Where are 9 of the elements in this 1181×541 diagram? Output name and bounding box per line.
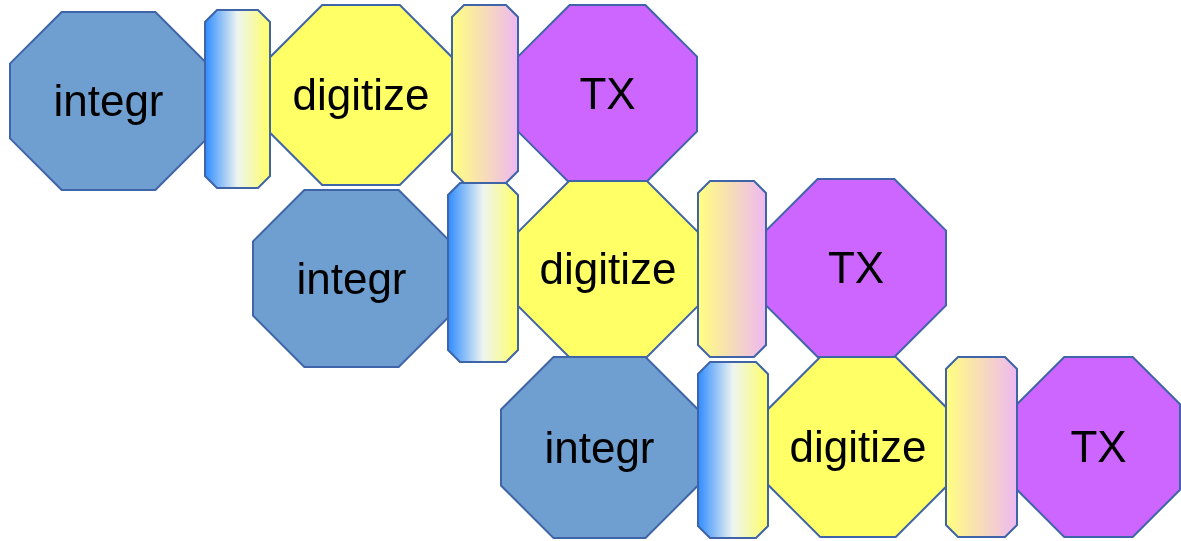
node-label: digitize — [292, 70, 430, 120]
node-label: digitize — [539, 244, 677, 294]
node-label: TX — [579, 69, 636, 119]
node-label: TX — [827, 243, 885, 293]
node-label: integr — [296, 253, 407, 304]
node-label: TX — [1070, 422, 1127, 472]
node-label: digitize — [789, 422, 927, 472]
node-label: integr — [544, 422, 655, 473]
node-label: integr — [53, 76, 164, 126]
